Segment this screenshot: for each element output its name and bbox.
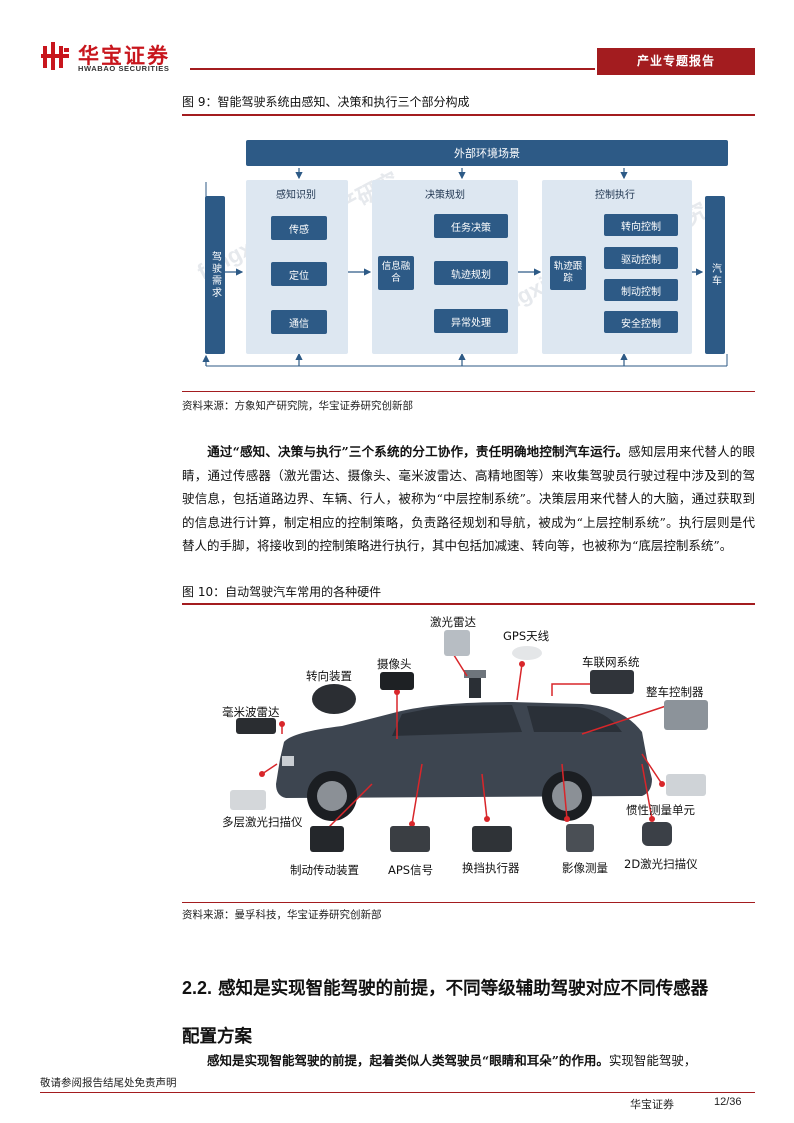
label-mmwave: 毫米波雷达 xyxy=(222,705,280,719)
paragraph-2-body: 实现智能驾驶， xyxy=(608,1053,697,1068)
hwabao-logo-icon xyxy=(41,42,69,70)
perception-item: 定位 xyxy=(271,262,327,286)
figure-10-caption: 图 10：自动驾驶汽车常用的各种硬件 xyxy=(182,585,382,599)
vehicle-bar: 汽车 xyxy=(705,196,725,354)
perception-title: 感知识别 xyxy=(276,190,316,201)
info-fusion-box: 信息融合 xyxy=(378,256,414,290)
label-image-measure: 影像测量 xyxy=(562,861,608,875)
section-title-line-1: 感知是实现智能驾驶的前提，不同等级辅助驾驶对应不同传感器 xyxy=(218,979,709,999)
figure-10-top-rule xyxy=(182,603,755,605)
mmwave-radar-icon xyxy=(236,718,276,734)
body-paragraph-1: 通过“感知、决策与执行”三个系统的分工协作，责任明确地控制汽车运行。感知层用来代… xyxy=(182,440,755,558)
label-imu: 惯性测量单元 xyxy=(626,803,695,817)
figure-9-caption: 图 9：智能驾驶系统由感知、决策和执行三个部分构成 xyxy=(182,95,470,109)
v2x-module-icon xyxy=(590,670,634,694)
gps-antenna-icon xyxy=(512,646,542,660)
label-lidar: 激光雷达 xyxy=(430,615,476,629)
logo-en-text: HWABAO SECURITIES xyxy=(78,64,170,73)
paragraph-2-lead: 感知是实现智能驾驶的前提，起着类似人类驾驶员“眼睛和耳朵”的作用。 xyxy=(207,1053,609,1068)
perception-item: 传感 xyxy=(271,216,327,240)
label-gps: GPS天线 xyxy=(503,629,550,643)
report-type-badge: 产业专题报告 xyxy=(597,48,755,75)
footer-disclaimer: 敬请参阅报告结尾处免责声明 xyxy=(40,1077,177,1089)
car-illustration xyxy=(259,641,675,832)
lidar-icon xyxy=(444,630,470,656)
control-item: 安全控制 xyxy=(604,311,678,333)
label-2d-lidar: 2D激光扫描仪 xyxy=(624,857,698,871)
brake-actuator-icon xyxy=(310,826,344,852)
shift-actuator-icon xyxy=(472,826,512,852)
figure-9-bottom-rule xyxy=(182,391,755,392)
section-number: 2.2. xyxy=(182,978,213,998)
paragraph-1-body: 感知层用来代替人的眼睛，通过传感器（激光雷达、摄像头、毫米波雷达、高精地图等）来… xyxy=(182,444,755,554)
perception-item: 通信 xyxy=(271,310,327,334)
camera-icon xyxy=(380,672,414,690)
aps-pedal-icon xyxy=(390,826,430,852)
steering-wheel-icon xyxy=(312,684,356,714)
label-aps: APS信号 xyxy=(388,863,434,877)
label-steering: 转向装置 xyxy=(306,669,352,683)
control-item: 转向控制 xyxy=(604,214,678,236)
page-header: 华宝证券 HWABAO SECURITIES 产业专题报告 xyxy=(0,0,794,80)
logo-cn-text: 华宝证券 xyxy=(78,44,170,68)
label-multilayer-lidar: 多层激光扫描仪 xyxy=(222,815,303,829)
figure-9-source: 资料来源：方象知产研究院，华宝证券研究创新部 xyxy=(182,400,413,412)
decision-item: 轨迹规划 xyxy=(434,261,508,285)
trajectory-tracking-box: 轨迹跟踪 xyxy=(550,256,586,290)
body-paragraph-2: 感知是实现智能驾驶的前提，起着类似人类驾驶员“眼睛和耳朵”的作用。实现智能驾驶， xyxy=(182,1050,755,1069)
decision-item: 任务决策 xyxy=(434,214,508,238)
figure-10-hardware-photo: 激光雷达 GPS天线 转向装置 摄像头 车联网系统 整车控制器 毫米波雷达 多层… xyxy=(222,614,716,886)
decision-item: 异常处理 xyxy=(434,309,508,333)
figure-9-top-rule xyxy=(182,114,755,116)
figure-9-diagram: fangxiangip 方象知产研究 fangxiangip 知产研究 xyxy=(182,122,755,388)
control-item: 驱动控制 xyxy=(604,247,678,269)
label-brake: 制动传动装置 xyxy=(290,863,359,877)
company-logo: 华宝证券 HWABAO SECURITIES xyxy=(40,40,190,74)
vcu-icon xyxy=(664,700,708,730)
decision-title: 决策规划 xyxy=(425,190,465,201)
footer-rule xyxy=(40,1092,755,1093)
lidar-2d-icon xyxy=(642,822,672,846)
external-environment-bar: 外部环境场景 xyxy=(246,140,728,166)
figure-10-bottom-rule xyxy=(182,902,755,903)
footer-company: 华宝证券 xyxy=(630,1098,674,1111)
control-item: 制动控制 xyxy=(604,279,678,301)
driving-demand-bar: 驾驶需求 xyxy=(205,196,225,354)
control-title: 控制执行 xyxy=(595,190,635,201)
figure-10-source: 资料来源：曼孚科技，华宝证券研究创新部 xyxy=(182,909,382,921)
section-heading: 2.2. 感知是实现智能驾驶的前提，不同等级辅助驾驶对应不同传感器 配置方案 xyxy=(182,964,755,1061)
paragraph-1-lead: 通过“感知、决策与执行”三个系统的分工协作，责任明确地控制汽车运行。 xyxy=(207,444,629,459)
section-title-line-2: 配置方案 xyxy=(182,1027,252,1047)
header-rule xyxy=(190,68,595,70)
label-shift: 换挡执行器 xyxy=(462,861,520,875)
label-vcu: 整车控制器 xyxy=(646,685,704,699)
label-camera: 摄像头 xyxy=(377,657,412,671)
multilayer-lidar-icon xyxy=(230,790,266,810)
label-v2x: 车联网系统 xyxy=(582,655,640,669)
page-number: 12/36 xyxy=(714,1096,742,1108)
image-sensor-icon xyxy=(566,824,594,852)
imu-icon xyxy=(666,774,706,796)
